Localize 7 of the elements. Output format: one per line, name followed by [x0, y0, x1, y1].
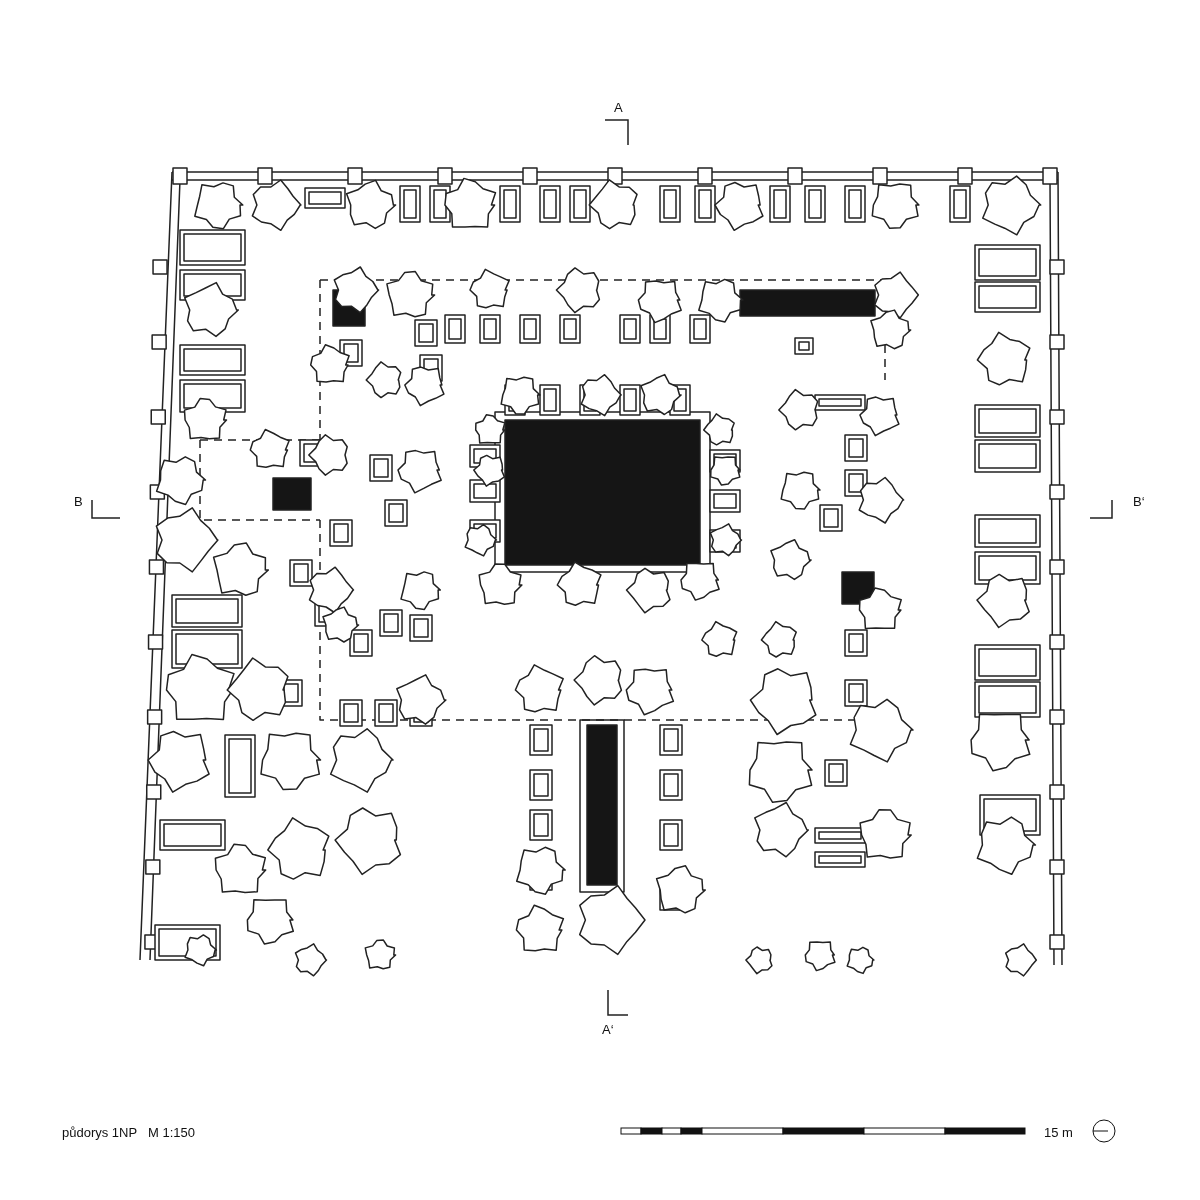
section-label: A [614, 100, 623, 116]
section-label: B‘ [1133, 494, 1145, 510]
section-label: A‘ [602, 1022, 614, 1038]
scale-length-label: 15 m [1044, 1125, 1073, 1141]
drawing-title: půdorys 1NP [62, 1125, 138, 1141]
scale-label: M 1:150 [148, 1125, 195, 1141]
section-label: B [74, 494, 83, 510]
